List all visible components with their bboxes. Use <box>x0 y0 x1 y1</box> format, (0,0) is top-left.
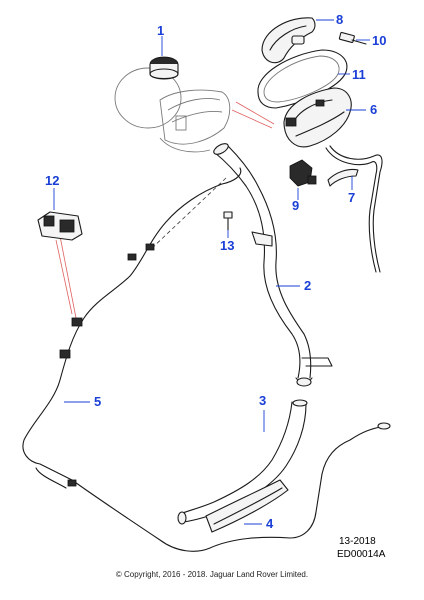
callout-1[interactable]: 1 <box>157 23 164 38</box>
callout-11[interactable]: 11 <box>352 67 366 82</box>
drawing-reference: 13-2018 ED00014A <box>337 536 386 560</box>
part-2-filler-neck[interactable] <box>212 142 333 387</box>
callout-6[interactable]: 6 <box>370 102 377 117</box>
callout-8[interactable]: 8 <box>336 12 343 27</box>
callout-9[interactable]: 9 <box>292 198 299 213</box>
assembly-indicator-lines <box>55 101 275 319</box>
filler-housing <box>114 67 231 153</box>
callout-2[interactable]: 2 <box>304 278 311 293</box>
part-9-actuator[interactable] <box>289 159 317 200</box>
callout-13[interactable]: 13 <box>220 238 234 253</box>
part-13-bolt[interactable] <box>223 211 233 238</box>
part-7-seal-strip[interactable] <box>327 168 359 190</box>
part-1-filler-cap[interactable] <box>149 36 179 80</box>
part-11-gasket[interactable] <box>257 49 350 109</box>
vent-routing-dashed <box>149 177 227 251</box>
callout-7[interactable]: 7 <box>348 190 355 205</box>
callout-labels: 1 2 3 4 5 6 7 8 9 10 11 12 13 <box>45 12 386 531</box>
part-6-housing[interactable] <box>283 87 383 273</box>
part-4-heat-shield[interactable] <box>205 479 289 533</box>
callout-12[interactable]: 12 <box>45 173 59 188</box>
drawing-id: ED00014A <box>337 549 386 560</box>
date-code: 13-2018 <box>339 536 376 547</box>
part-8-filler-flap[interactable] <box>261 17 334 64</box>
part-12-valve[interactable] <box>37 188 83 241</box>
copyright-notice: © Copyright, 2016 - 2018. Jaguar Land Ro… <box>116 570 308 579</box>
callout-10[interactable]: 10 <box>372 33 386 48</box>
callout-3[interactable]: 3 <box>259 393 266 408</box>
callout-4[interactable]: 4 <box>266 516 274 531</box>
part-5-vent-pipe[interactable] <box>22 167 391 552</box>
callout-5[interactable]: 5 <box>94 394 101 409</box>
part-10-bolt[interactable] <box>338 31 370 45</box>
